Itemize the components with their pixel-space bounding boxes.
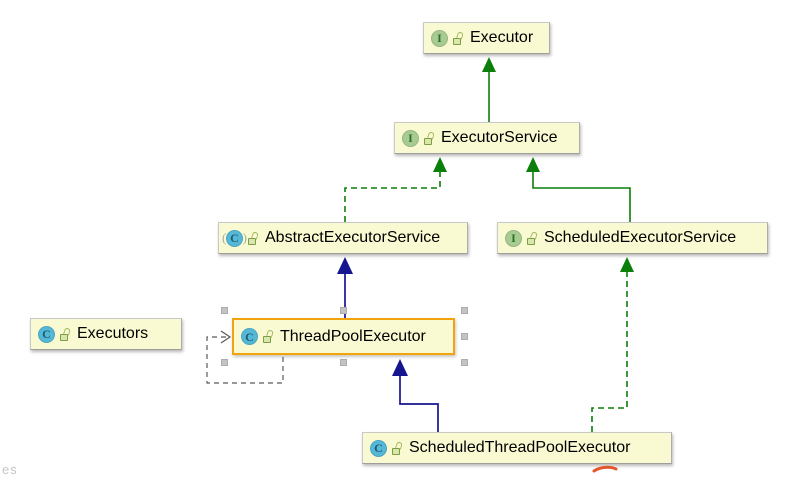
class-icon: C — [241, 328, 258, 345]
selection-handle-top-left[interactable] — [221, 307, 228, 314]
selection-handle-middle-right[interactable] — [461, 333, 468, 340]
edge-scheduledthreadpoolexecutor-implements-scheduledexecutorservice[interactable] — [591, 257, 634, 432]
class-node-executor[interactable]: I Executor — [423, 22, 550, 54]
class-icon: C — [38, 325, 55, 343]
edge-abstractexecutorservice-implements-executorservice[interactable] — [344, 157, 447, 222]
selection-handle-top-right[interactable] — [461, 307, 468, 314]
edge-scheduledexecutorservice-extends-executorservice[interactable] — [526, 157, 631, 222]
selection-handle-bottom-middle[interactable] — [340, 359, 347, 366]
node-label: AbstractExecutorService — [265, 229, 441, 246]
public-lock-icon — [263, 329, 275, 343]
public-lock-icon — [527, 230, 539, 245]
abstract-class-icon: C — [222, 229, 247, 247]
node-label: ExecutorService — [441, 129, 558, 146]
public-lock-icon — [60, 326, 72, 341]
class-node-scheduled-executor-service[interactable]: I ScheduledExecutorService — [497, 222, 768, 254]
node-label: Executors — [77, 325, 149, 342]
orange-mark — [592, 465, 618, 473]
class-node-thread-pool-executor-selected[interactable]: C ThreadPoolExecutor — [232, 318, 455, 355]
public-lock-icon — [248, 230, 260, 245]
class-icon: C — [370, 439, 387, 457]
node-label: ThreadPoolExecutor — [280, 327, 426, 345]
class-node-abstract-executor-service[interactable]: C AbstractExecutorService — [218, 222, 468, 254]
class-node-executor-service[interactable]: I ExecutorService — [394, 122, 580, 154]
public-lock-icon — [392, 440, 404, 455]
node-label: Executor — [470, 29, 534, 46]
public-lock-icon — [424, 130, 436, 145]
class-node-executors[interactable]: C Executors — [30, 318, 182, 350]
interface-icon: I — [402, 129, 419, 147]
node-label: ScheduledExecutorService — [544, 229, 737, 246]
selection-handle-top-middle[interactable] — [340, 307, 347, 314]
interface-icon: I — [505, 229, 522, 247]
clipped-background-text: es — [2, 462, 18, 477]
public-lock-icon — [453, 30, 465, 45]
selection-handle-bottom-right[interactable] — [461, 359, 468, 366]
edge-executorservice-extends-executor[interactable] — [482, 57, 496, 122]
class-node-scheduled-thread-pool-executor[interactable]: C ScheduledThreadPoolExecutor — [362, 432, 672, 464]
node-label: ScheduledThreadPoolExecutor — [409, 439, 631, 456]
selection-handle-bottom-left[interactable] — [221, 359, 228, 366]
edge-scheduledthreadpoolexecutor-extends-threadpoolexecutor[interactable] — [392, 359, 439, 432]
interface-icon: I — [431, 29, 448, 47]
